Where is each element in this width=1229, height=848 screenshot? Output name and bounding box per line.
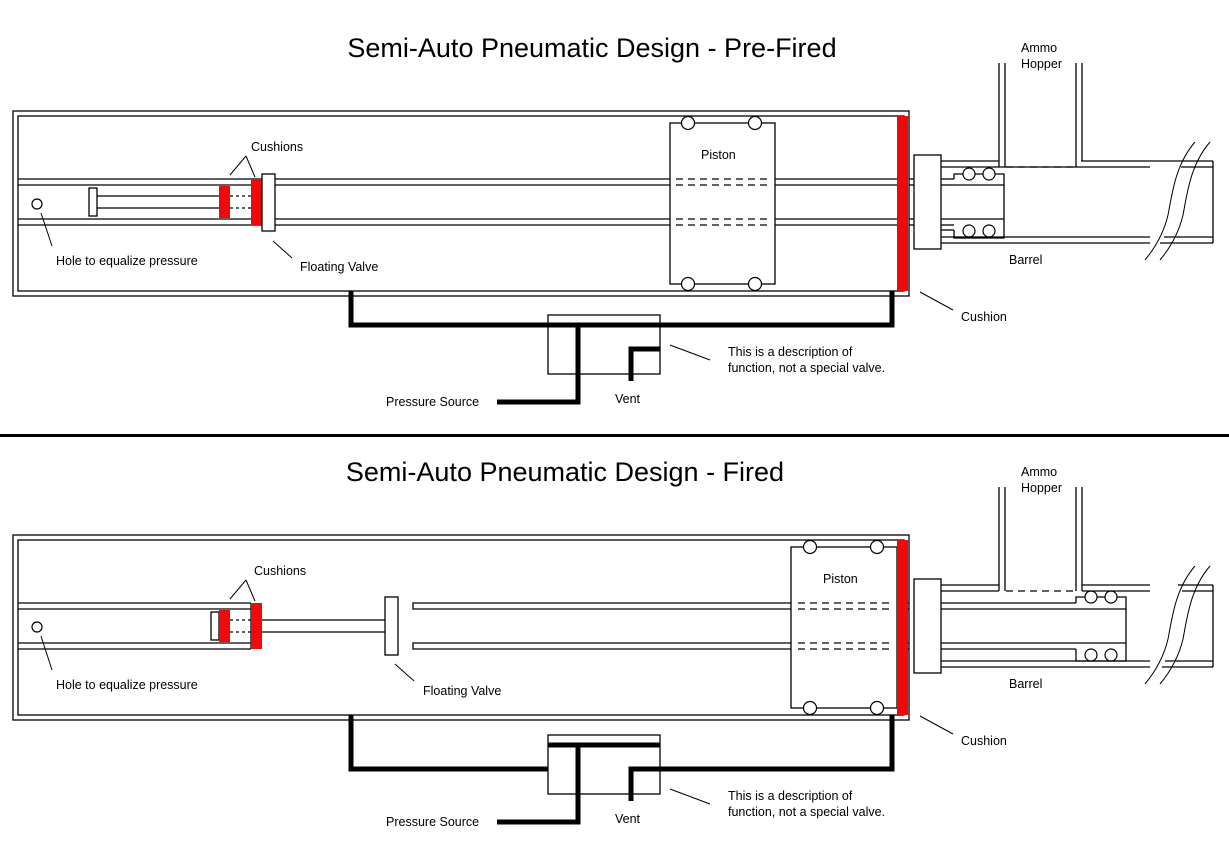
piston-oring — [869, 539, 885, 555]
cushion-small — [219, 610, 230, 642]
bolt-tube — [941, 590, 1127, 662]
pressure-source-label: Pressure Source — [386, 395, 479, 409]
vent-label: Vent — [615, 812, 641, 826]
panel-title: Semi-Auto Pneumatic Design - Fired — [346, 457, 784, 487]
pressure-source-line — [497, 745, 581, 825]
note-leader — [669, 344, 711, 361]
piston-body — [669, 122, 776, 285]
hole-label: Hole to equalize pressure — [56, 254, 198, 268]
floating-valve-label: Floating Valve — [423, 684, 501, 698]
vent-line — [628, 346, 660, 381]
barrel-connector — [913, 154, 942, 250]
piston: Piston — [669, 115, 776, 292]
barrel-connector — [913, 578, 942, 674]
bolt-oring — [982, 224, 996, 238]
ammo-hopper-label-line1: Ammo — [1021, 41, 1057, 55]
end-cushion-leader — [919, 291, 954, 311]
barrel: Barrel — [941, 160, 1214, 267]
bolt-oring — [962, 167, 976, 181]
end-cushion-label: Cushion — [961, 310, 1007, 324]
cushions-leader-left — [229, 579, 247, 600]
note-line1: This is a description of — [728, 789, 853, 803]
pressure-line-left — [348, 715, 548, 772]
cylinder-housing — [12, 534, 910, 721]
control-valve: Pressure Source Vent This is a descripti… — [348, 715, 895, 829]
cushions-leader-right — [245, 579, 256, 602]
cushions-label: Cushions — [254, 564, 306, 578]
cushion-small — [219, 186, 230, 218]
panel-title: Semi-Auto Pneumatic Design - Pre-Fired — [347, 33, 836, 63]
piston-oring — [680, 276, 696, 292]
hole-leader-line — [40, 635, 53, 671]
break-symbol — [1144, 140, 1213, 265]
bolt-oring — [1084, 590, 1098, 604]
note-line2: function, not a special valve. — [728, 361, 885, 375]
piston-oring — [747, 115, 763, 131]
rod-stop — [88, 187, 98, 217]
pressure-line — [348, 291, 895, 328]
vent-label: Vent — [615, 392, 641, 406]
bolt-oring — [962, 224, 976, 238]
cushions-label: Cushions — [251, 140, 303, 154]
note-line2: function, not a special valve. — [728, 805, 885, 819]
ammo-hopper: Ammo Hopper — [998, 41, 1083, 167]
bolt-oring — [1104, 590, 1118, 604]
piston-body — [790, 546, 898, 709]
hole-leader-line — [40, 212, 53, 247]
note-line1: This is a description of — [728, 345, 853, 359]
cushion-large — [251, 179, 262, 225]
housing-outer — [12, 534, 910, 721]
panel-divider — [0, 434, 1229, 437]
floating-valve — [384, 596, 399, 656]
bolt-oring — [982, 167, 996, 181]
rod-stop — [210, 611, 220, 641]
barrel-label: Barrel — [1009, 677, 1042, 691]
end-cushion-leader — [919, 715, 954, 735]
piston: Piston — [790, 539, 898, 716]
pressure-line-right — [628, 715, 895, 801]
floating-valve-label: Floating Valve — [300, 260, 378, 274]
piston-oring — [869, 700, 885, 716]
cushions-leader-left — [229, 155, 247, 176]
panel-pre-fired: Semi-Auto Pneumatic Design - Pre-Fired H… — [12, 33, 1214, 409]
pressure-equalize-hole — [31, 621, 43, 633]
floating-valve-leader — [272, 240, 293, 259]
piston-oring — [802, 539, 818, 555]
piston-oring — [802, 700, 818, 716]
pressure-source-label: Pressure Source — [386, 815, 479, 829]
floating-valve-leader — [394, 663, 415, 682]
pressure-equalize-hole — [31, 198, 43, 210]
note-leader — [669, 788, 711, 805]
floating-valve — [261, 173, 276, 232]
break-symbol — [1144, 565, 1213, 691]
bolt-oring — [1084, 648, 1098, 662]
end-cushion — [897, 116, 908, 291]
piston-label: Piston — [823, 572, 858, 586]
panel-fired: Semi-Auto Pneumatic Design - Fired Hole … — [12, 457, 1214, 829]
control-valve: Pressure Source Vent This is a descripti… — [348, 291, 895, 409]
valve-box — [547, 314, 661, 375]
ammo-hopper-label-line2: Hopper — [1021, 481, 1062, 495]
piston-oring — [680, 115, 696, 131]
cushion-large — [251, 603, 262, 649]
pressure-source-line — [497, 325, 581, 405]
end-cushion — [897, 540, 908, 715]
ammo-hopper: Ammo Hopper — [998, 465, 1083, 591]
hole-label: Hole to equalize pressure — [56, 678, 198, 692]
piston-oring — [747, 276, 763, 292]
end-cushion-label: Cushion — [961, 734, 1007, 748]
piston-label: Piston — [701, 148, 736, 162]
ammo-hopper-label-line2: Hopper — [1021, 57, 1062, 71]
bolt-tube — [941, 167, 1005, 239]
barrel-label: Barrel — [1009, 253, 1042, 267]
valve-box — [547, 734, 661, 795]
inner-tube — [18, 178, 897, 226]
cushions-leader-right — [245, 155, 256, 178]
bolt-oring — [1104, 648, 1118, 662]
ammo-hopper-label-line1: Ammo — [1021, 465, 1057, 479]
